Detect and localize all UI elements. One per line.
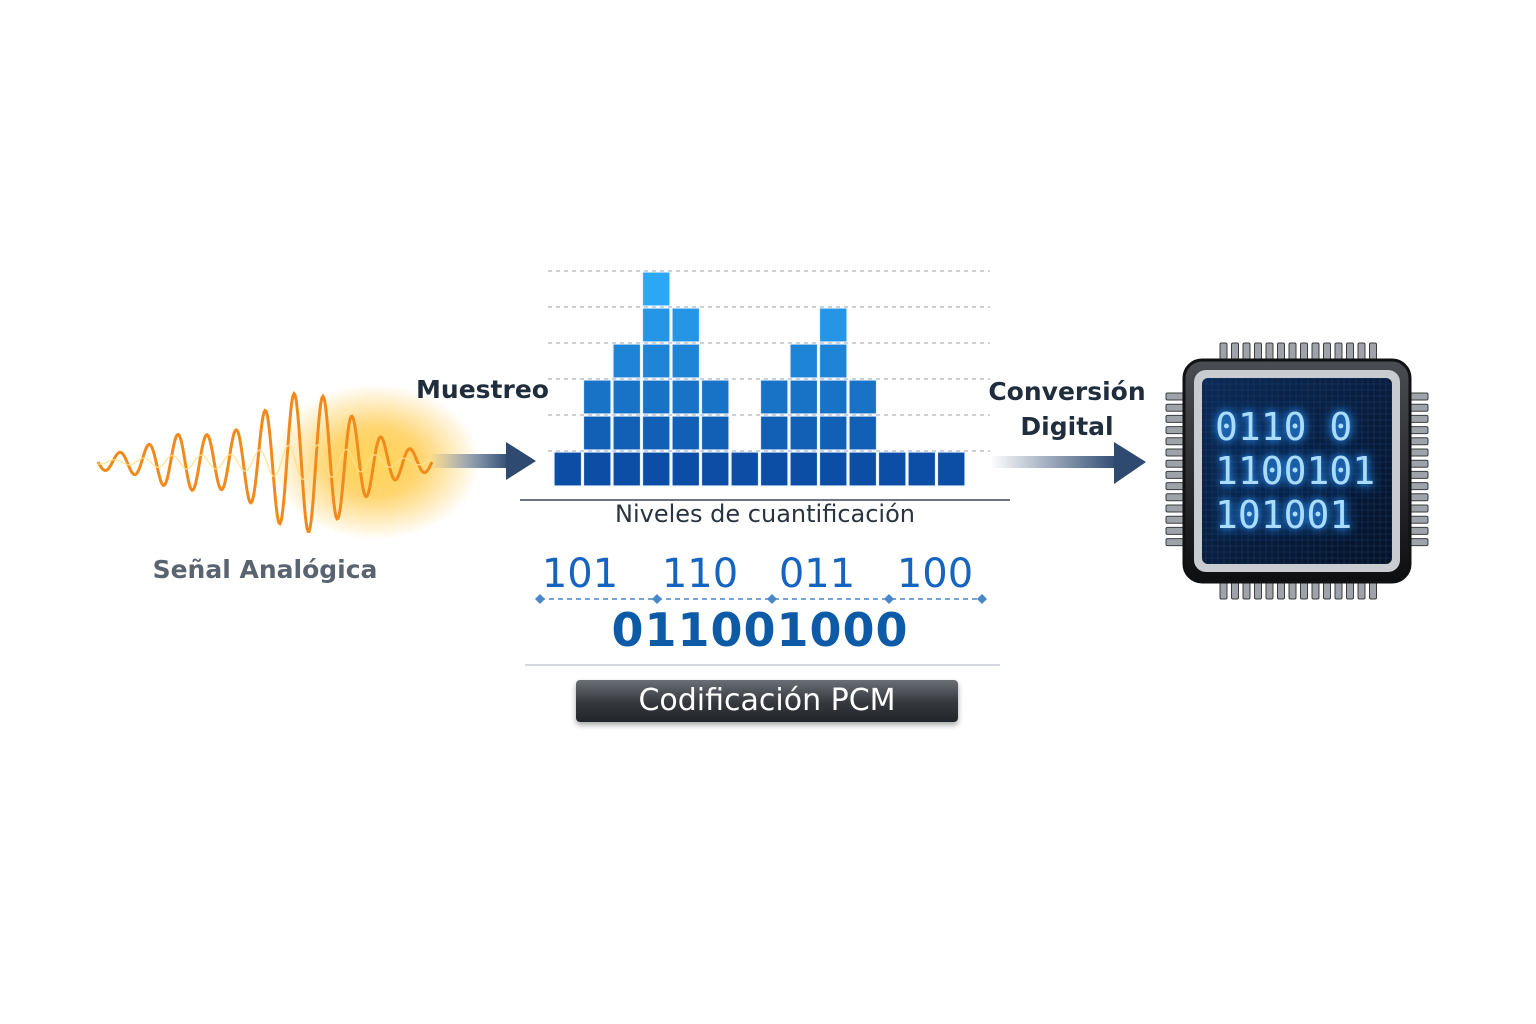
quantization-cell [671,343,701,379]
analog-wave-line [96,390,434,534]
chip-binary-display: 0110 0 1100101 101001 [1215,405,1385,537]
quantization-cell [759,379,789,415]
quantization-bars [553,271,966,487]
sample-code: 110 [661,551,739,597]
pcm-bitstream: 011001000 [611,603,909,657]
chip-binary-line: 101001 [1215,493,1353,537]
quantization-cell [789,415,819,451]
quantization-cell [759,451,789,487]
quantization-cell [818,343,848,379]
quantization-cell [818,307,848,343]
chip-pins [1165,342,1429,600]
quantization-cell [671,451,701,487]
quantization-cell [789,343,819,379]
quantization-grid [548,270,990,452]
quantization-cell [848,379,878,415]
quantization-cell [907,451,937,487]
sampling-arrow [430,442,536,480]
conversion-arrow [990,442,1146,484]
quantization-cell [612,343,642,379]
quantization-cell [789,451,819,487]
quantization-cell [818,415,848,451]
chip-binary-line: 1100101 [1215,449,1376,493]
quantization-cell [789,379,819,415]
quantization-cell [671,415,701,451]
quantization-cell [553,451,583,487]
quantization-cell [818,451,848,487]
code-separator [535,594,987,604]
quantization-cell [759,415,789,451]
quantization-cell [936,451,966,487]
chip-screen-grid [1202,378,1392,564]
quantization-levels-label: Niveles de cuantificación [615,500,915,528]
quantization-cell [671,379,701,415]
quantization-cell [582,415,612,451]
quantization-cell [700,379,730,415]
quantization-cell [641,307,671,343]
quantization-cell [612,379,642,415]
quantization-cell [641,379,671,415]
sample-code: 011 [778,551,856,597]
quantization-cell [582,451,612,487]
analog-wave-echo [97,444,433,481]
quantization-cell [641,415,671,451]
quantization-cell [612,451,642,487]
chip-binary-line: 0110 0 [1215,405,1353,449]
quantization-cell [641,343,671,379]
sample-code: 101 [541,551,619,597]
quantization-cell [848,415,878,451]
quantization-cell [700,451,730,487]
quantization-cell [818,379,848,415]
quantization-cell [582,379,612,415]
analog-wave [96,390,434,534]
quantization-cell [700,415,730,451]
sampling-label: Muestreo [416,375,549,404]
quantization-cell [641,271,671,307]
quantization-cell [612,415,642,451]
analog-signal-label: Señal Analógica [152,555,378,584]
sample-code: 100 [896,551,974,597]
quantization-cell [671,307,701,343]
digital-conversion-label: Conversión Digital [988,377,1146,441]
quantization-cell [848,451,878,487]
quantization-cell [730,451,760,487]
quantization-cell [877,451,907,487]
pcm-encoding-badge: Codificación PCM [576,680,958,722]
quantization-cell [641,451,671,487]
